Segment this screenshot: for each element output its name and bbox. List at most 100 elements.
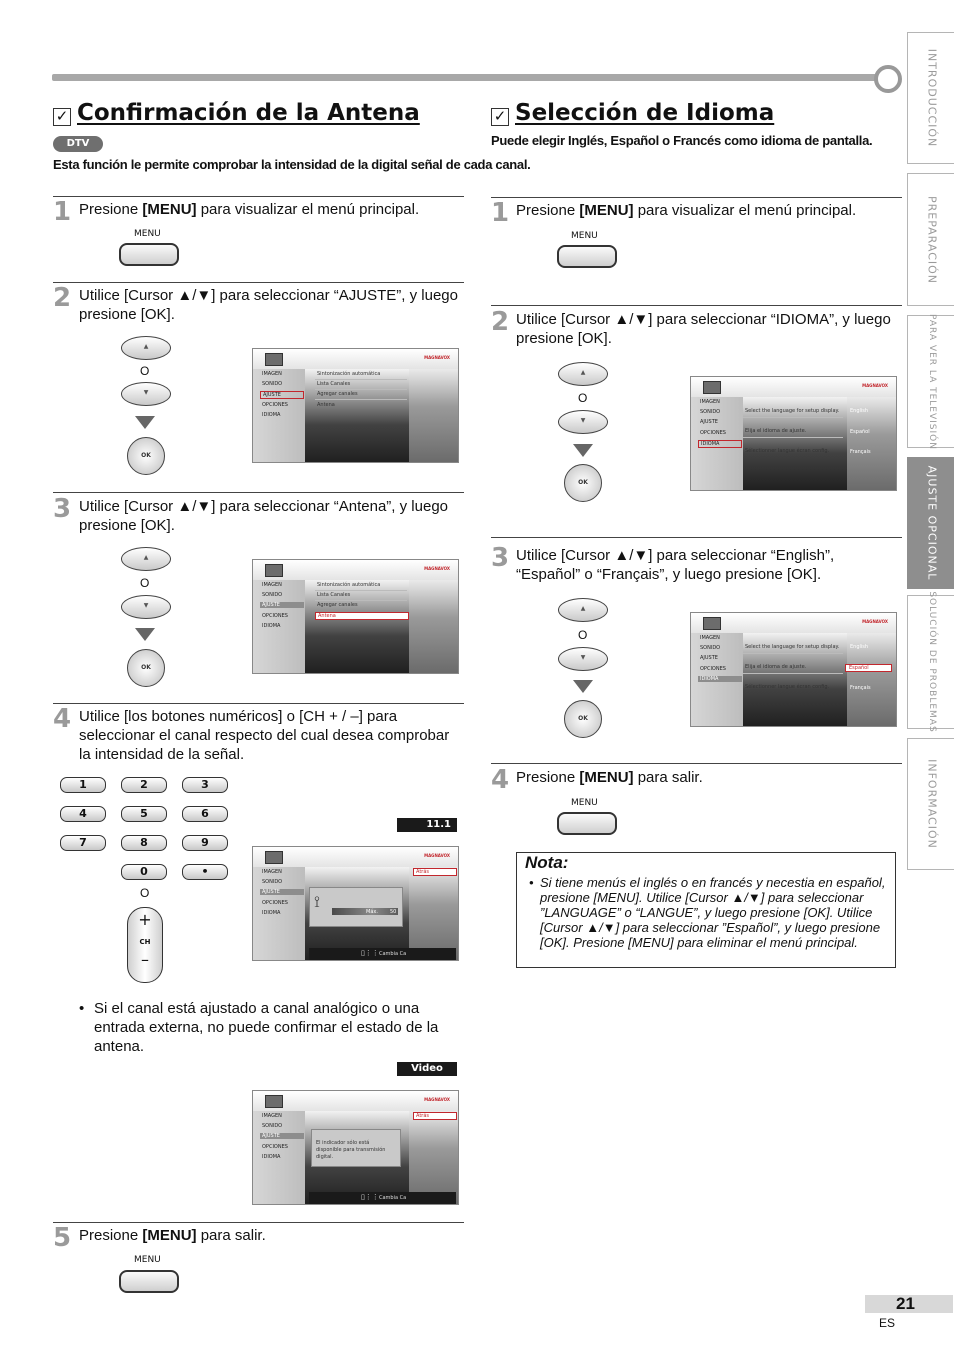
arrow-down-icon [135, 416, 155, 429]
side-tab-informacion[interactable]: INFORMACIÓN [907, 738, 954, 870]
step-rule [53, 703, 464, 704]
step-text: Utilice [Cursor ▲/▼] para seleccionar “E… [516, 547, 835, 583]
step-number: 5 [53, 1223, 72, 1253]
cursor-down-button[interactable]: ▼ [558, 410, 608, 434]
key-dot[interactable]: • [182, 864, 228, 880]
page-lang: ES [879, 1316, 896, 1330]
menu-button[interactable] [557, 812, 617, 835]
menu-label: MENU [571, 798, 598, 808]
tv-screen-antena: MAGNAVOX IMAGEN SONIDO AJUSTE OPCIONES I… [252, 559, 459, 674]
tv-screen-analog: MAGNAVOX IMAGEN SONIDO AJUSTE OPCIONES I… [252, 1090, 459, 1205]
ch-plus-icon: + [138, 910, 152, 929]
step-rule [53, 1222, 464, 1223]
side-tab-para-ver[interactable]: PARA VER LA TELEVISIÓN [907, 314, 954, 450]
step-text: Presione [MENU] para visualizar el menú … [516, 202, 857, 219]
step-text: Presione [MENU] para visualizar el menú … [79, 201, 420, 218]
key-1[interactable]: 1 [60, 777, 106, 793]
note-title: Nota: [525, 853, 569, 872]
section-title-idioma: ✓Selección de Idioma [491, 100, 774, 126]
step-text: Utilice [Cursor ▲/▼] para seleccionar “I… [516, 311, 891, 347]
arrow-down-icon [573, 680, 593, 693]
step-rule [491, 763, 902, 764]
side-tab-introduccion[interactable]: INTRODUCCIÓN [907, 32, 954, 164]
side-tab-preparacion[interactable]: PREPARACIÓN [907, 173, 954, 306]
tv-screen-languages: MAGNAVOX IMAGEN SONIDO AJUSTE OPCIONES I… [690, 612, 897, 727]
key-8[interactable]: 8 [121, 835, 167, 851]
header-rule-circle [874, 65, 902, 93]
header-rule [52, 74, 877, 81]
step-text: Presione [MENU] para salir. [79, 1227, 266, 1244]
page-number-bar [865, 1295, 953, 1313]
or-label: O [578, 628, 588, 642]
cursor-up-button[interactable]: ▲ [121, 336, 171, 360]
key-4[interactable]: 4 [60, 806, 106, 822]
or-label: O [140, 364, 150, 378]
intro-idioma: Puede elegir Inglés, Español o Francés c… [491, 133, 873, 148]
page-number: 21 [896, 1294, 915, 1313]
dtv-badge: DTV [53, 136, 103, 152]
step-number: 2 [53, 283, 72, 313]
step-text: Presione [MENU] para salir. [516, 769, 703, 786]
bullet-dot: • [79, 1000, 85, 1017]
step-text: Utilice [Cursor ▲/▼] para seleccionar “A… [79, 498, 449, 534]
menu-button[interactable] [557, 245, 617, 268]
remote-icon: ▯⋮⋮ [361, 949, 379, 957]
cursor-down-button[interactable]: ▼ [558, 647, 608, 671]
or-label: O [140, 576, 150, 590]
step-rule [53, 492, 464, 493]
key-3[interactable]: 3 [182, 777, 228, 793]
antenna-icon: ⟟ [314, 892, 320, 911]
key-6[interactable]: 6 [182, 806, 228, 822]
key-5[interactable]: 5 [121, 806, 167, 822]
channel-indicator: 11.1 [397, 818, 457, 832]
step-number: 2 [491, 307, 510, 337]
cursor-down-button[interactable]: ▼ [121, 382, 171, 406]
bullet-text: Si el canal está ajustado a canal analóg… [94, 1000, 439, 1055]
signal-panel: ⟟ Máx. 50 [309, 887, 403, 927]
menu-label: MENU [571, 231, 598, 241]
key-9[interactable]: 9 [182, 835, 228, 851]
tv-screen-signal: MAGNAVOX IMAGEN SONIDO AJUSTE OPCIONES I… [252, 846, 459, 961]
note-text: Si tiene menús el inglés o en francés y … [540, 875, 886, 950]
ok-button[interactable]: OK [564, 464, 602, 502]
screen-footer: ▯⋮⋮ Cambia Ca [309, 948, 456, 960]
key-0[interactable]: 0 [121, 864, 167, 880]
analog-message: El indicador sólo está disponible para t… [311, 1129, 401, 1167]
step-text: Utilice [Cursor ▲/▼] para seleccionar “A… [79, 287, 458, 323]
step-number: 4 [491, 765, 510, 795]
menu-label: MENU [134, 229, 161, 239]
cursor-up-button[interactable]: ▲ [558, 362, 608, 386]
video-indicator: Video [397, 1062, 457, 1076]
ok-button[interactable]: OK [564, 700, 602, 738]
ch-minus-icon: – [141, 950, 149, 969]
step-number: 3 [491, 543, 510, 573]
key-7[interactable]: 7 [60, 835, 106, 851]
ok-button[interactable]: OK [127, 437, 165, 475]
screen-footer: ▯⋮⋮ Cambia Ca [309, 1192, 456, 1204]
step-rule [491, 537, 902, 538]
or-label: O [578, 391, 588, 405]
remote-icon: ▯⋮⋮ [361, 1193, 379, 1201]
ch-rocker[interactable]: + CH – [127, 907, 163, 983]
section-title-antena: ✓Confirmación de la Antena [53, 100, 420, 126]
note-bullet: • [529, 875, 534, 890]
side-tab-solucion[interactable]: SOLUCIÓN DE PROBLEMAS [907, 591, 954, 733]
cursor-down-button[interactable]: ▼ [121, 595, 171, 619]
cursor-up-button[interactable]: ▲ [121, 547, 171, 571]
signal-meter [332, 908, 398, 915]
note-box: Nota: • Si tiene menús el inglés o en fr… [516, 852, 896, 968]
step-number: 1 [53, 197, 72, 227]
menu-label: MENU [134, 1255, 161, 1265]
tv-icon [265, 353, 283, 366]
side-tab-ajuste-opcional[interactable]: AJUSTE OPCIONAL [907, 457, 954, 589]
key-2[interactable]: 2 [121, 777, 167, 793]
menu-button[interactable] [119, 243, 179, 266]
ok-button[interactable]: OK [127, 649, 165, 687]
cursor-up-button[interactable]: ▲ [558, 598, 608, 622]
arrow-down-icon [135, 628, 155, 641]
menu-button[interactable] [119, 1270, 179, 1293]
step-rule [53, 196, 464, 197]
step-number: 3 [53, 494, 72, 524]
tv-screen-ajuste: MAGNAVOX IMAGEN SONIDO AJUSTE OPCIONES I… [252, 348, 459, 463]
step-rule [491, 197, 902, 198]
